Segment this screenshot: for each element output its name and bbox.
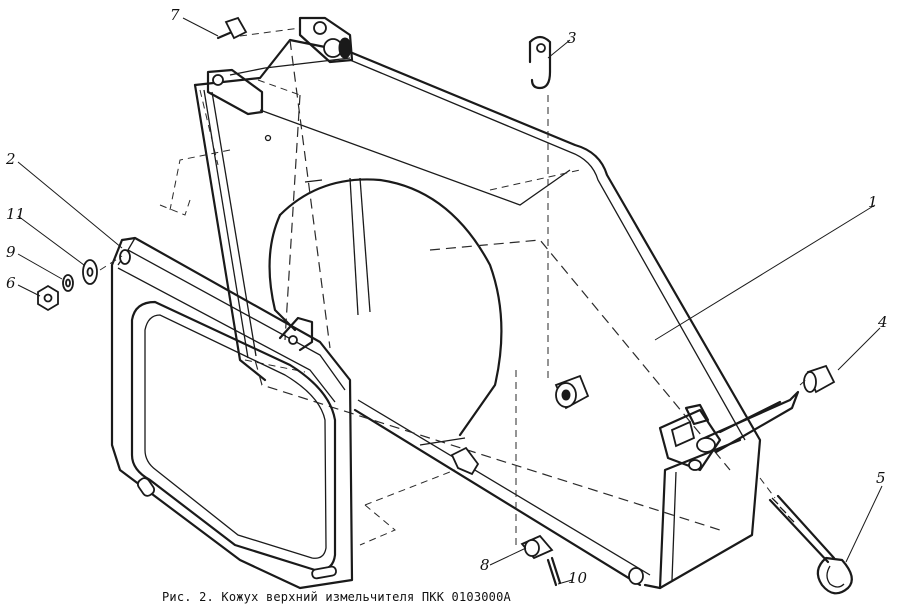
corner-pin — [628, 567, 644, 585]
callout-5: 5 — [876, 469, 886, 487]
assembly-axis-lines — [99, 27, 809, 546]
stop-bushing — [554, 374, 590, 410]
callout-3: 3 — [567, 29, 577, 47]
front-hinge-bracket — [206, 68, 264, 116]
hook-part-3 — [528, 35, 552, 90]
leader-lines — [17, 17, 883, 585]
figure-caption: Рис. 2. Кожух верхний измельчителя ПКК 0… — [162, 590, 511, 604]
spring-washer-part-9 — [62, 274, 74, 292]
small-clip — [450, 446, 480, 476]
main-casing-part-1 — [193, 38, 762, 590]
callout-8: 8 — [480, 556, 490, 574]
door-frame-part-2 — [110, 236, 354, 590]
lock-mechanism — [658, 390, 800, 472]
washer-part-11 — [82, 259, 98, 285]
callout-9: 9 — [6, 243, 16, 261]
callout-2: 2 — [5, 150, 16, 168]
pin-part-8 — [520, 534, 554, 560]
callout-4: 4 — [877, 313, 888, 331]
cotter-pin-part-10 — [546, 556, 562, 587]
callout-11: 11 — [6, 205, 25, 223]
callout-6: 6 — [6, 274, 16, 292]
callout-10: 10 — [568, 569, 588, 587]
bolt-part-7 — [216, 16, 248, 40]
top-hinge-bracket — [298, 16, 354, 64]
callout-7: 7 — [170, 6, 180, 24]
tie-rod-part-5 — [768, 494, 853, 595]
sleeve-part-4 — [803, 364, 836, 394]
nut-part-6 — [37, 284, 59, 312]
callout-1: 1 — [868, 193, 878, 211]
